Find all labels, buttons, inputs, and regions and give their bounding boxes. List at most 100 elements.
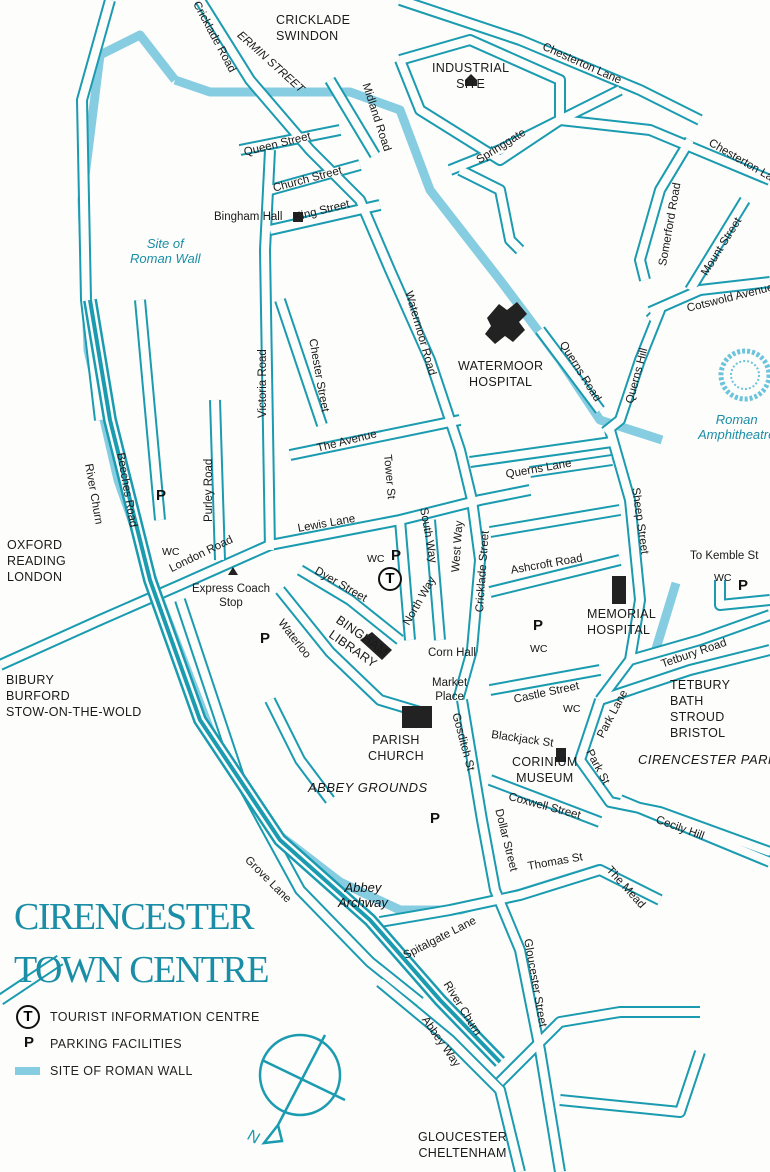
legend-wall-label: SITE OF ROMAN WALL — [50, 1064, 193, 1078]
road — [686, 197, 749, 293]
label-market-place: Market Place — [432, 677, 468, 703]
road — [379, 866, 662, 926]
wc-icon: WC — [162, 546, 180, 558]
road-edge — [394, 34, 566, 166]
street-purley-road: Purley Road — [203, 458, 215, 522]
watermoor-hospital-building — [485, 302, 527, 344]
label-roman-amphitheatre: Roman Amphitheatre — [698, 412, 770, 442]
road — [596, 428, 644, 703]
road — [628, 611, 770, 664]
road — [211, 399, 224, 561]
road — [489, 506, 621, 536]
road — [396, 519, 414, 641]
road — [497, 1008, 700, 1085]
road — [536, 327, 604, 413]
parking-icon: P — [391, 547, 402, 564]
road — [576, 698, 770, 856]
parking-icon: P — [156, 487, 167, 504]
road — [268, 161, 362, 194]
road — [618, 796, 770, 866]
road — [266, 698, 334, 803]
road — [326, 77, 379, 158]
label-express-coach-stop: Express Coach Stop — [192, 583, 270, 609]
label-memorial-hospital: MEMORIAL HOSPITAL — [587, 607, 657, 637]
wc-icon: WC — [714, 572, 732, 584]
map-title-line2: TOWN CENTRE — [14, 949, 270, 991]
north-arrow-icon — [261, 1122, 284, 1145]
parking-icon: P — [260, 630, 271, 647]
label-abbey-grounds: ABBEY GROUNDS — [308, 780, 428, 795]
destination-west: BIBURY BURFORD STOW-ON-THE-WOLD — [6, 673, 142, 719]
road — [136, 299, 164, 521]
destination-east: OXFORD READING LONDON — [7, 538, 67, 584]
building — [293, 212, 303, 222]
road — [448, 86, 622, 174]
legend-parking-icon: P — [24, 1034, 35, 1051]
legend-parking-label: PARKING FACILITIES — [50, 1037, 182, 1051]
legend-tourist-label: TOURIST INFORMATION CENTRE — [50, 1010, 260, 1024]
road — [648, 278, 770, 316]
road — [289, 416, 461, 459]
building — [402, 706, 432, 728]
label-parish-church: PARISH CHURCH — [368, 733, 424, 763]
wc-icon: WC — [563, 703, 581, 715]
road — [636, 137, 694, 281]
road — [377, 978, 524, 1172]
wc-icon: WC — [367, 553, 385, 565]
road — [598, 646, 770, 704]
road — [716, 580, 770, 609]
legend-tourist-info-icon: T — [16, 1005, 40, 1029]
tourist-info-icon: T — [378, 567, 402, 591]
compass-icon — [258, 1033, 342, 1117]
parking-icon: P — [533, 617, 544, 634]
legend-roman-wall-swatch — [15, 1067, 40, 1075]
amphitheatre-icon — [730, 360, 760, 390]
destination-southeast: TETBURY BATH STROUD BRISTOL — [670, 678, 731, 740]
road — [176, 598, 423, 1006]
road — [458, 166, 523, 253]
road — [489, 556, 621, 596]
road — [426, 519, 444, 641]
road — [261, 149, 274, 551]
building — [612, 576, 626, 604]
parking-icon: P — [430, 810, 441, 827]
label-corinium-museum: CORINIUM MUSEUM — [512, 755, 578, 785]
building — [556, 748, 566, 762]
road — [469, 438, 613, 466]
road — [488, 776, 602, 826]
road — [196, 0, 484, 702]
label-corn-hall: Corn Hall — [428, 647, 476, 659]
road — [458, 699, 504, 904]
coach-stop-icon — [228, 567, 238, 575]
road — [0, 956, 63, 1004]
road — [529, 456, 613, 476]
wc-icon: WC — [530, 643, 548, 655]
label-bingham-hall: Bingham Hall — [214, 211, 283, 223]
label-abbey-archway: Abbey Archway — [338, 880, 388, 910]
road — [559, 1050, 704, 1116]
destination-south: GLOUCESTER CHELTENHAM — [418, 1130, 508, 1160]
map-title-line1: CIRENCESTER — [14, 896, 254, 938]
bingham-library-building — [360, 632, 392, 660]
label-cirencester-park: CIRENCESTER PARK — [638, 752, 770, 767]
road — [276, 298, 326, 427]
street-victoria-road: Victoria Road — [257, 349, 269, 418]
road — [239, 126, 341, 154]
industrial-site-icon — [465, 74, 477, 86]
roman-wall — [650, 581, 681, 654]
label-to-kemble: To Kemble St — [690, 550, 759, 562]
road — [269, 201, 381, 234]
road — [559, 116, 770, 184]
road — [398, 0, 702, 124]
parking-icon: P — [738, 577, 749, 594]
amphitheatre-icon — [718, 348, 770, 402]
label-industrial-site: INDUSTRIAL SITE — [432, 61, 510, 91]
road — [489, 666, 601, 694]
compass-line — [276, 1034, 327, 1126]
compass-line — [261, 1058, 346, 1102]
road — [297, 566, 403, 644]
label-site-roman-wall: Site of Roman Wall — [130, 236, 201, 266]
road — [496, 900, 564, 1172]
